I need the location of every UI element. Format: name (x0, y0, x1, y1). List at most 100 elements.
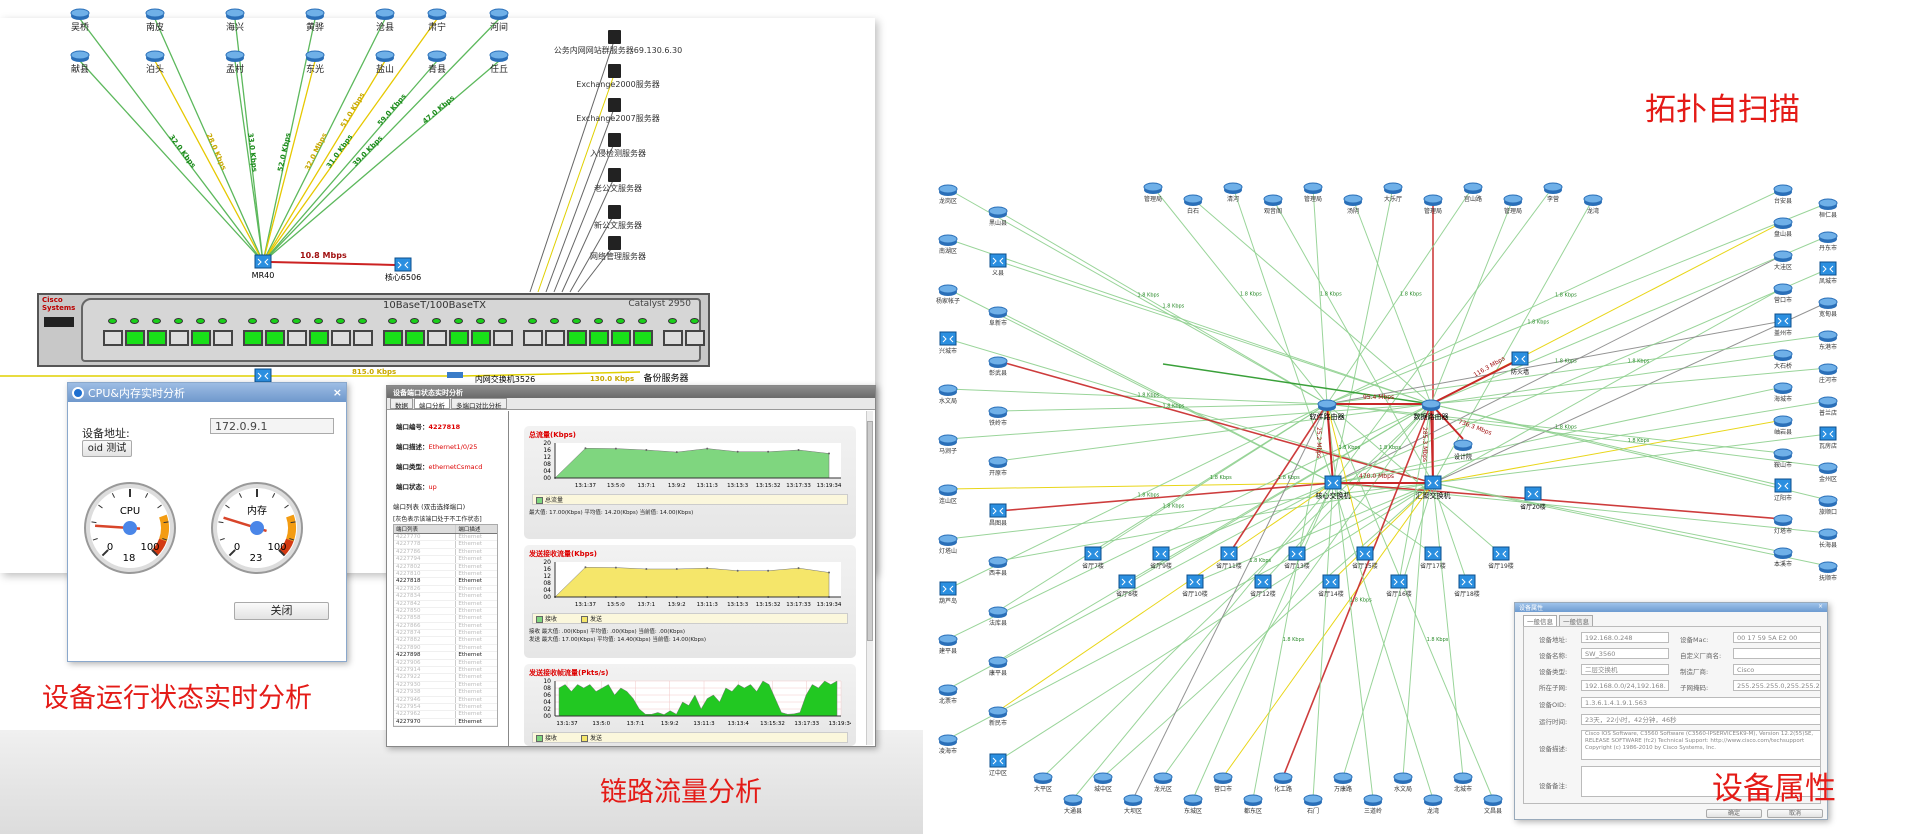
router-icon-top (988, 356, 1008, 366)
caption-topology: 拓扑自扫描 (1645, 92, 1800, 128)
port-desc-cell: Ethernet (455, 578, 497, 585)
x-tick-label: 13:19:34 (817, 602, 842, 608)
col-port[interactable]: 端口列表 (396, 527, 419, 533)
data-point (675, 568, 678, 570)
node-label: 彰武县 (989, 369, 1007, 377)
topology-link (947, 338, 1434, 484)
node-label: 西丰县 (989, 569, 1007, 577)
col-desc[interactable]: 端口描述 (455, 525, 497, 533)
topology-link (947, 482, 1434, 740)
switch-port (663, 330, 683, 346)
name-field[interactable]: SW_3560 (1581, 648, 1669, 659)
legend-swatch (581, 616, 589, 623)
type-select[interactable]: 二层交换机 (1581, 664, 1669, 675)
oid-test-button[interactable]: oid 测试 (82, 440, 132, 457)
mac-field[interactable]: 00 17 59 5A E2 00 (1733, 632, 1821, 643)
custom-vendor-field[interactable] (1733, 648, 1821, 659)
port-info-panel: 端口编号：4227818 端口描述：Ethernet1/0/25 端口类型：et… (389, 411, 509, 746)
ok-button[interactable]: 确定 (1706, 809, 1762, 818)
x-tick-label: 13:5:0 (607, 602, 625, 608)
scrollbar[interactable] (866, 411, 873, 745)
close-button[interactable]: 关闭 (234, 602, 329, 620)
legend-label: 发送 (590, 735, 603, 742)
tab-multi-port[interactable]: 多端口对比分析 (451, 398, 507, 410)
topology-link (1326, 403, 1366, 555)
node-label: 葫芦岛 (939, 597, 957, 605)
topology-link (1332, 482, 1434, 800)
topology-link-label: 1.8 Kbps (1350, 598, 1372, 604)
port-id-cell: 4227882 (396, 637, 421, 644)
router-icon (427, 50, 447, 62)
gauge-tick (111, 493, 116, 498)
close-icon[interactable]: × (1817, 603, 1823, 610)
maker-field[interactable]: Cisco (1733, 664, 1821, 675)
cancel-button[interactable]: 取消 (1767, 809, 1823, 818)
subnet-field[interactable]: 192.168.0.0/24,192.168. (1581, 680, 1669, 691)
topology-link (1126, 403, 1432, 583)
desc-field[interactable]: Cisco IOS Software, C3560 Software (C356… (1581, 730, 1821, 760)
mask-field[interactable]: 255.255.255.0,255.255.2 (1733, 680, 1821, 691)
topology-link (997, 260, 1432, 405)
node-label: 防火墙 (1511, 368, 1529, 376)
switch-icon-body (1524, 486, 1542, 501)
port-led (174, 318, 183, 324)
router-icon (988, 206, 1008, 218)
topology-link (1352, 198, 1432, 405)
oid-field[interactable]: 1.3.6.1.4.1.9.1.563 (1581, 697, 1821, 708)
router-icon (988, 556, 1008, 568)
switch-icon-body (1424, 546, 1442, 561)
note-field[interactable] (1581, 766, 1821, 797)
router-icon-top (1033, 772, 1053, 782)
port-desc-cell: Ethernet (455, 534, 497, 541)
switch-port (685, 330, 705, 346)
port-id-label: 端口编号： (396, 423, 429, 431)
port-led (550, 318, 559, 324)
series-area-发送 (554, 566, 830, 598)
scrollbar-thumb[interactable] (867, 421, 873, 641)
switch-icon-arrows (1189, 578, 1201, 586)
gauge-tick (101, 549, 109, 557)
switch-icon (1458, 574, 1476, 589)
node-label: 石门 (1307, 807, 1319, 815)
tab-port-analysis[interactable]: 端口分析 (414, 398, 450, 410)
port-id-cell: 4227834 (396, 593, 421, 600)
node-label: 东城区 (1184, 807, 1202, 815)
router-label: 南皮 (146, 21, 164, 33)
node-label: 省厅9楼 (1150, 562, 1172, 570)
router-icon-top (1773, 349, 1793, 359)
cisco-brand: Cisco Systems (42, 296, 76, 312)
addr-select[interactable]: 192.168.0.248 (1581, 632, 1669, 643)
close-icon[interactable]: × (332, 386, 342, 399)
uptime-field[interactable]: 23天，22小时，42分钟，46秒 (1581, 714, 1821, 725)
tab-data[interactable]: 数据 (390, 398, 413, 410)
address-input[interactable]: 172.0.9.1 (210, 418, 334, 434)
y-tick-label: 16 (543, 447, 551, 454)
